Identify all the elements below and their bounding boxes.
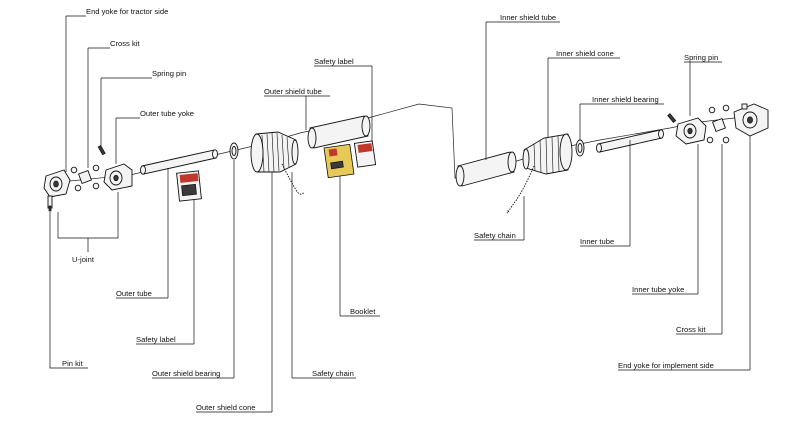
end-yoke-tractor-part — [43, 169, 71, 212]
label-inner-tube: Inner tube — [580, 237, 614, 246]
label-safety-label-top: Safety label — [314, 57, 354, 66]
cross-kit-left-part — [70, 164, 100, 192]
label-cross-kit-right: Cross kit — [676, 325, 706, 334]
label-inner-shield-tube: Inner shield tube — [500, 13, 556, 22]
label-outer-shield-bearing: Outer shield bearing — [152, 369, 220, 378]
callout-labels: End yoke for tractor side Cross kit Spri… — [62, 7, 718, 412]
label-outer-shield-tube: Outer shield tube — [264, 87, 322, 96]
label-safety-chain-left: Safety chain — [312, 369, 354, 378]
assembly-axis — [59, 103, 761, 183]
label-inner-shield-cone: Inner shield cone — [556, 49, 614, 58]
spring-pin-left-part — [97, 145, 106, 156]
label-u-joint: U-joint — [72, 255, 95, 264]
safety-label-left-part — [176, 170, 202, 202]
label-pin-kit: Pin kit — [62, 359, 84, 368]
label-outer-tube-yoke: Outer tube yoke — [140, 109, 194, 118]
safety-label-top-part — [353, 140, 377, 168]
outer-tube-yoke-part — [103, 163, 133, 191]
booklet-part — [323, 143, 355, 179]
inner-shield-cone-part — [522, 133, 573, 175]
outer-shield-bearing-part — [229, 142, 239, 160]
label-safety-chain-right: Safety chain — [474, 231, 516, 240]
label-inner-tube-yoke: Inner tube yoke — [632, 285, 684, 294]
end-yoke-implement-part — [733, 103, 769, 137]
outer-tube-part — [140, 149, 218, 175]
leader-lines — [49, 15, 751, 413]
safety-chain-right-part — [506, 165, 535, 214]
label-outer-shield-cone: Outer shield cone — [196, 403, 256, 412]
outer-shield-tube-part — [307, 115, 371, 149]
label-end-yoke-implement: End yoke for implement side — [618, 361, 714, 370]
label-inner-shield-bearing: Inner shield bearing — [592, 95, 659, 104]
spring-pin-right-part — [667, 113, 677, 123]
label-end-yoke-tractor: End yoke for tractor side — [86, 7, 168, 16]
label-safety-label-left: Safety label — [136, 335, 176, 344]
label-outer-tube: Outer tube — [116, 289, 152, 298]
outer-shield-cone-part — [250, 131, 299, 173]
inner-shield-bearing-part — [575, 139, 585, 157]
label-spring-pin-left: Spring pin — [152, 69, 186, 78]
inner-shield-tube-part — [455, 151, 517, 187]
inner-tube-yoke-part — [675, 117, 707, 145]
label-cross-kit-left: Cross kit — [110, 39, 140, 48]
cross-kit-right-part — [706, 104, 730, 144]
label-booklet: Booklet — [350, 307, 376, 316]
label-spring-pin-right: Spring pin — [684, 53, 718, 62]
